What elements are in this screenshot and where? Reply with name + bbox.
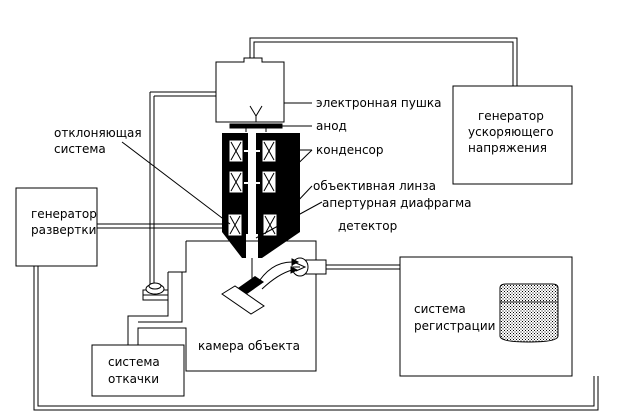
- vacuum-label-1: система: [108, 355, 160, 369]
- sample-chamber-label: камера объекта: [198, 339, 300, 353]
- aperture-diaphragm-label: апертурная диафрагма: [322, 196, 472, 210]
- electron-gun-label: электронная пушка: [316, 96, 441, 110]
- sample-chamber: камера объекта: [127, 240, 317, 372]
- deflection-system-label-1: отклоняющая: [54, 126, 142, 140]
- lens-column: [222, 133, 300, 258]
- objective-lens-label: объективная линза: [313, 179, 436, 193]
- scan-generator-label-2: развертки: [31, 223, 96, 237]
- accel-generator-label-3: напряжения: [468, 141, 547, 155]
- leader-lines: [121, 102, 323, 239]
- accel-generator-label-2: ускоряющего: [468, 125, 554, 139]
- vacuum-valve-icon: [142, 282, 169, 301]
- detector-icon: [291, 257, 327, 277]
- scan-generator-label-1: генератор: [31, 207, 97, 221]
- registration-system-box: система регистрации: [399, 256, 573, 377]
- accel-voltage-generator-box: генератор ускоряющего напряжения: [452, 85, 573, 185]
- anode-label: анод: [316, 119, 347, 133]
- electron-gun: [215, 57, 285, 132]
- wiring: [33, 37, 599, 411]
- deflection-system-label-2: система: [54, 142, 106, 156]
- accel-generator-label-1: генератор: [478, 109, 544, 123]
- detector-label: детектор: [338, 219, 397, 233]
- sample-holder: [221, 276, 265, 315]
- signal-arrows: [255, 258, 300, 290]
- vacuum-label-2: откачки: [108, 372, 159, 386]
- scan-generator-box: генератор развертки: [15, 187, 98, 267]
- vacuum-system-box: система откачки: [91, 344, 185, 397]
- condenser-label: конденсор: [316, 143, 384, 157]
- registration-label-1: система: [414, 302, 466, 316]
- display-screen-icon: [499, 283, 559, 343]
- registration-label-2: регистрации: [414, 319, 495, 333]
